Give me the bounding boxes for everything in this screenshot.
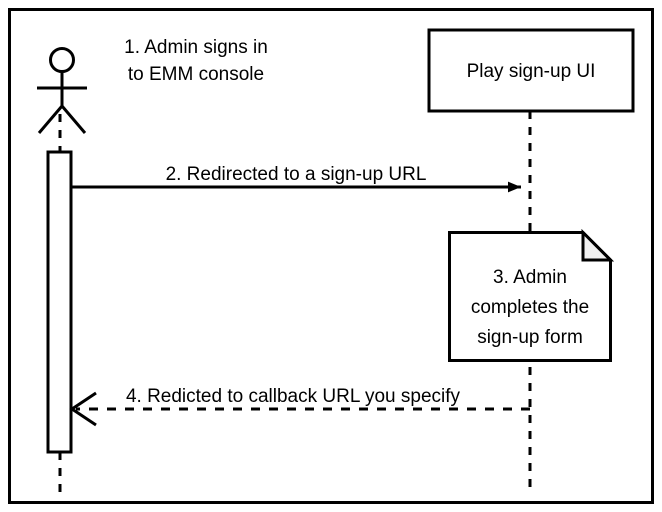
message-4-label: 4. Redicted to callback URL you specify	[126, 386, 461, 407]
participant-label-play-signup-ui: Play sign-up UI	[467, 61, 596, 82]
stick-figure-actor-icon	[37, 47, 87, 134]
note-3-box	[448, 228, 615, 362]
participant-box-play-signup-ui[interactable]	[427, 28, 635, 113]
step-1-label-line-2: to EMM console	[128, 64, 264, 85]
actor-activation-bar	[46, 150, 73, 454]
note-3-line-2: completes the	[471, 297, 589, 318]
note-3-line-1: 3. Admin	[493, 267, 567, 288]
step-1-label-line-1: 1. Admin signs in	[124, 37, 268, 58]
note-3-line-3: sign-up form	[477, 327, 583, 348]
message-2-label: 2. Redirected to a sign-up URL	[166, 164, 427, 185]
note-fold-corner	[581, 228, 615, 262]
message-4-open-arrowhead	[69, 391, 97, 427]
